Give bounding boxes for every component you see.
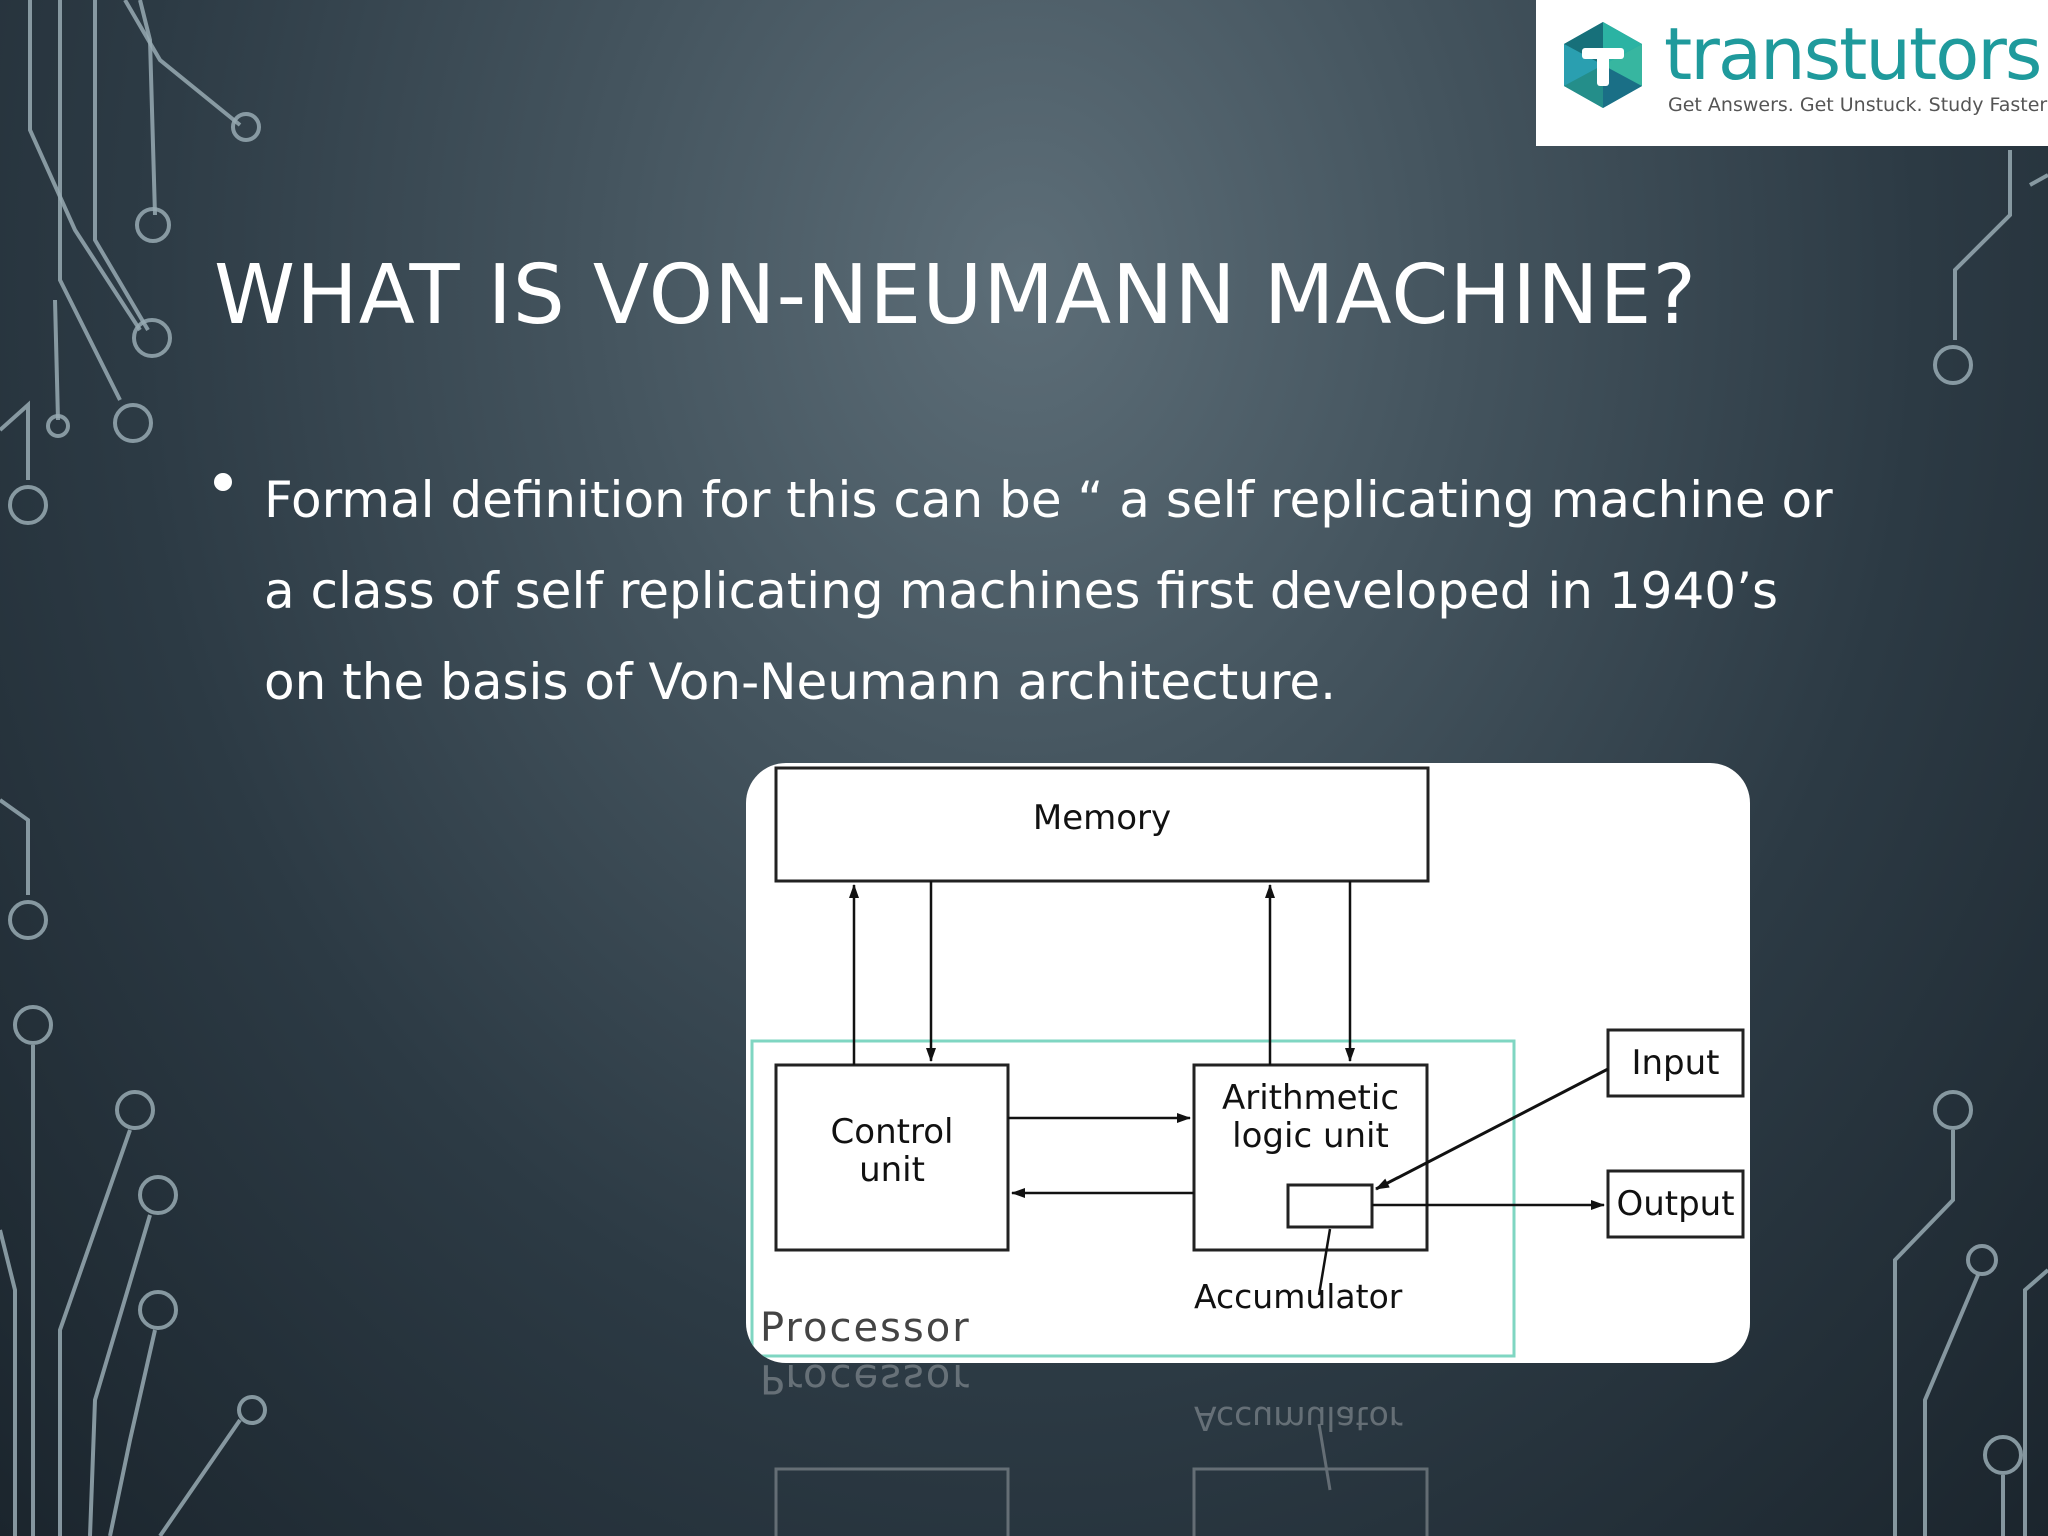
diagram-drawing <box>750 766 1745 1358</box>
input-box <box>1606 1028 1745 1098</box>
von-neumann-diagram: Memory Control unit Arithmetic logic uni… <box>746 763 1750 1363</box>
control-unit-label-line1: Control <box>830 1112 954 1152</box>
output-label: Output <box>1616 1184 1735 1224</box>
control-unit-label-line2: unit <box>859 1150 925 1191</box>
processor-label: Processor <box>760 1305 971 1351</box>
reflection-lines <box>774 1423 1429 1536</box>
logo-mark-icon <box>1564 22 1642 108</box>
input-to-accumulator-arrow <box>1375 1067 1609 1191</box>
output-box <box>1606 1169 1745 1239</box>
alu-box <box>1192 1063 1429 1252</box>
slide-title: WHAT IS VON-NEUMANN MACHINE? <box>214 248 1697 343</box>
alu-label-line2: logic unit <box>1232 1116 1389 1157</box>
alu-label-line1: Arithmetic <box>1221 1078 1400 1118</box>
processor-box <box>750 1039 1516 1358</box>
diagram-reflection: Processor Accumulator <box>746 1363 1750 1536</box>
alu-label: Arithmetic logic unit <box>1194 1079 1427 1155</box>
bullet-dot-icon <box>214 473 232 491</box>
memory-box <box>774 766 1430 883</box>
transtutors-logo[interactable]: transtutors Get Answers. Get Unstuck. St… <box>1536 0 2048 146</box>
memory-label: Memory <box>1032 798 1172 838</box>
accumulator-pointer <box>1317 1228 1332 1296</box>
logo-wordmark: transtutors <box>1664 12 2042 96</box>
bullet-text: Formal definition for this can be “ a se… <box>264 471 1833 711</box>
input-label: Input <box>1631 1043 1720 1083</box>
accumulator-box <box>1286 1183 1374 1229</box>
logo-tagline: Get Answers. Get Unstuck. Study Faster <box>1668 94 2048 116</box>
control-unit-box <box>774 1063 1010 1252</box>
control-unit-label: Control unit <box>776 1113 1008 1189</box>
accumulator-label: Accumulator <box>1194 1277 1403 1316</box>
